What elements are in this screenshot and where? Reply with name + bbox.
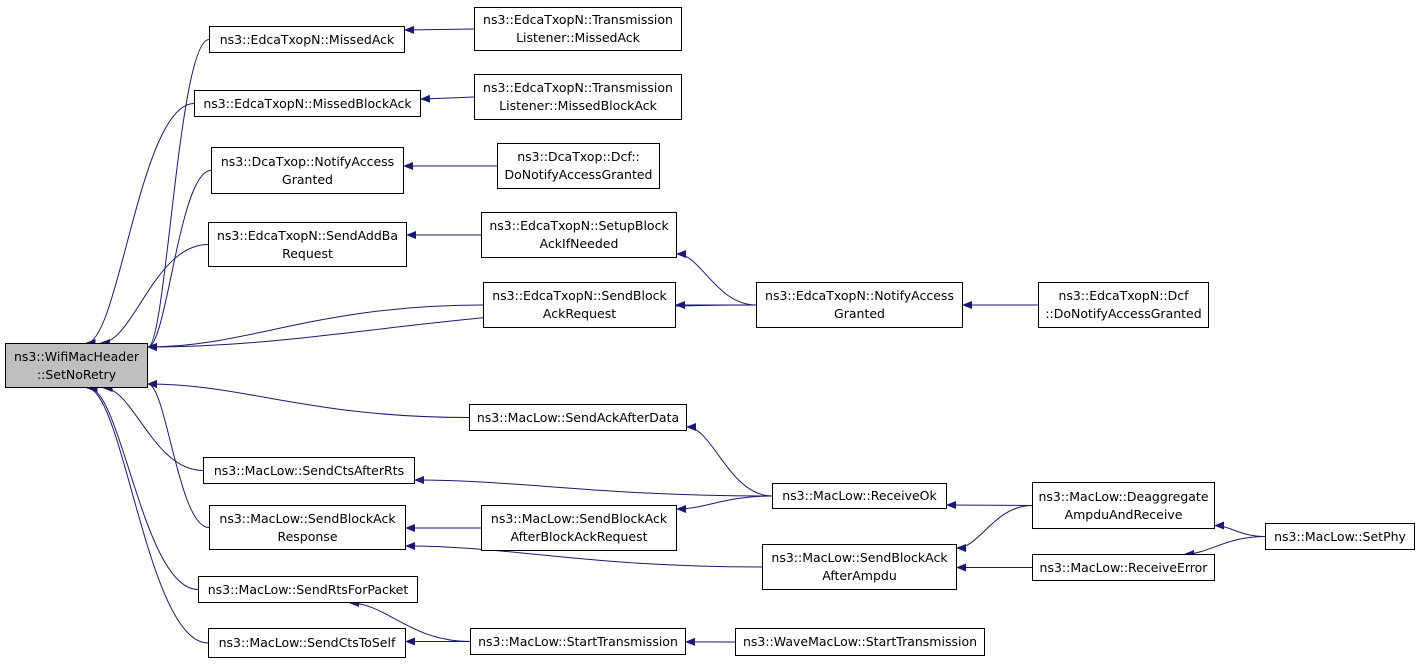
call-edge [676, 250, 757, 306]
node-wifimacheader-setnoretry: ns3::WifiMacHeader ::SetNoRetry [5, 343, 148, 388]
node-maclow-receiveok[interactable]: ns3::MacLow::ReceiveOk [772, 483, 947, 509]
node-line: ns3::WifiMacHeader [13, 348, 140, 364]
node-maclow-sendblockackafterampdu[interactable]: ns3::MacLow::SendBlockAck AfterAmpdu [762, 544, 957, 590]
call-edge [686, 423, 773, 497]
node-dcatxop-notifyaccessgranted[interactable]: ns3::DcaTxop::NotifyAccess Granted [211, 147, 404, 194]
call-edge [86, 384, 209, 644]
node-line: AfterBlockAckRequest [510, 529, 648, 544]
call-edge [85, 103, 195, 347]
call-edge [946, 501, 1033, 510]
node-line: ns3::EdcaTxopN::Dcf [1058, 288, 1189, 303]
node-line: ns3::WaveMacLow::StartTransmission [742, 634, 978, 649]
call-edge [1214, 521, 1266, 537]
node-line: ns3::MacLow::SendRtsForPacket [207, 581, 409, 597]
call-edge [99, 244, 209, 347]
node-edcatxopn-dcf-donotifyaccessgranted[interactable]: ns3::EdcaTxopN::Dcf ::DoNotifyAccessGran… [1038, 282, 1209, 328]
node-line: ns3::MacLow::SendBlockAck [490, 511, 668, 526]
node-maclow-deaggregateampduandreceive[interactable]: ns3::MacLow::Deaggregate AmpduAndReceive [1032, 482, 1215, 529]
node-line: Granted [282, 171, 333, 187]
node-line: ns3::MacLow::SendBlockAck [771, 550, 948, 565]
node-maclow-sendctstoself[interactable]: ns3::MacLow::SendCtsToSelf [208, 628, 406, 658]
node-line: Granted [834, 306, 885, 321]
node-line: Request [282, 245, 333, 261]
node-line: Response [277, 528, 338, 544]
call-edge [1184, 536, 1266, 558]
node-maclow-sendrtsforpacket[interactable]: ns3::MacLow::SendRtsForPacket [198, 576, 418, 603]
node-line: ns3::MacLow::ReceiveOk [782, 488, 937, 503]
node-line: ns3::DcaTxop::Dcf:: [517, 149, 640, 164]
call-edge [420, 94, 475, 103]
node-line: ns3::EdcaTxopN::MissedBlockAck [203, 95, 412, 111]
node-edcatxopn-missedblockack[interactable]: ns3::EdcaTxopN::MissedBlockAck [194, 90, 421, 117]
node-line: ns3::MacLow::SendAckAfterData [476, 409, 680, 425]
node-line: AckIfNeeded [539, 236, 619, 251]
call-edge [147, 39, 210, 351]
node-line: ns3::MacLow::StartTransmission [478, 633, 678, 649]
call-edge [147, 380, 210, 528]
call-edge [349, 599, 471, 642]
node-line: ns3::EdcaTxopN::MissedAck [219, 31, 395, 47]
node-line: ns3::EdcaTxopN::Transmission [483, 80, 673, 95]
node-maclow-sendackafterdata[interactable]: ns3::MacLow::SendAckAfterData [469, 404, 687, 431]
node-edcatxopn-notifyaccessgranted[interactable]: ns3::EdcaTxopN::NotifyAccess Granted [756, 282, 963, 328]
node-line: Listener::MissedAck [516, 30, 640, 45]
node-line: AmpduAndReceive [1064, 506, 1183, 522]
call-edge [676, 495, 773, 513]
node-maclow-setphy[interactable]: ns3::MacLow::SetPhy [1265, 523, 1415, 550]
node-line: ns3::EdcaTxopN::NotifyAccess [765, 288, 954, 303]
call-edge [102, 384, 204, 471]
node-wavemaclow-starttransmission[interactable]: ns3::WaveMacLow::StartTransmission [735, 628, 985, 656]
call-edge [87, 384, 199, 590]
node-maclow-sendctsafterrts[interactable]: ns3::MacLow::SendCtsAfterRts [203, 457, 415, 484]
node-dcatxop-dcf-donotifyaccessgranted[interactable]: ns3::DcaTxop::Dcf:: DoNotifyAccessGrante… [497, 143, 660, 189]
node-maclow-receiveerror[interactable]: ns3::MacLow::ReceiveError [1032, 554, 1215, 581]
node-line: ns3::MacLow::Deaggregate [1038, 488, 1209, 504]
node-edcatxopn-setupblockackifneeded[interactable]: ns3::EdcaTxopN::SetupBlock AckIfNeeded [481, 212, 677, 258]
call-edge [956, 505, 1033, 552]
node-line: ns3::MacLow::SetPhy [1274, 528, 1406, 544]
node-line: ns3::MacLow::SendCtsToSelf [218, 635, 396, 650]
call-edge [147, 380, 470, 418]
node-line: ns3::EdcaTxopN::SendBlock [492, 288, 667, 303]
node-line: ns3::MacLow::ReceiveError [1039, 559, 1208, 575]
node-edcatxopn-transmissionlistener-missedblockack[interactable]: ns3::EdcaTxopN::Transmission Listener::M… [474, 74, 682, 120]
node-line: ns3::EdcaTxopN::SetupBlock [489, 218, 669, 233]
node-line: Listener::MissedBlockAck [499, 98, 657, 113]
node-edcatxopn-sendaddbarequest[interactable]: ns3::EdcaTxopN::SendAddBa Request [208, 222, 407, 267]
call-edge [147, 304, 484, 351]
node-maclow-sendblockackafterblockackrequest[interactable]: ns3::MacLow::SendBlockAck AfterBlockAckR… [481, 505, 677, 551]
node-edcatxopn-missedack[interactable]: ns3::EdcaTxopN::MissedAck [209, 26, 405, 53]
call-edge [405, 542, 763, 568]
node-line: ns3::MacLow::SendCtsAfterRts [213, 462, 405, 478]
node-maclow-sendblockackresponse[interactable]: ns3::MacLow::SendBlockAck Response [209, 505, 406, 550]
node-line: ns3::EdcaTxopN::Transmission [483, 12, 673, 27]
node-line: ns3::DcaTxop::NotifyAccess [220, 153, 395, 169]
call-edge [414, 476, 773, 497]
node-line: ns3::MacLow::SendBlockAck [219, 510, 396, 526]
node-line: AckRequest [542, 306, 617, 321]
node-line: ::SetNoRetry [36, 366, 117, 382]
node-maclow-starttransmission[interactable]: ns3::MacLow::StartTransmission [470, 628, 686, 655]
node-edcatxopn-transmissionlistener-missedack[interactable]: ns3::EdcaTxopN::Transmission Listener::M… [474, 7, 682, 51]
node-line: ns3::EdcaTxopN::SendAddBa [216, 227, 399, 243]
node-edcatxopn-sendblockackrequest[interactable]: ns3::EdcaTxopN::SendBlock AckRequest [483, 282, 676, 328]
node-line: DoNotifyAccessGranted [504, 167, 653, 182]
node-line: ::DoNotifyAccessGranted [1045, 306, 1202, 321]
call-edge [404, 25, 475, 34]
node-line: AfterAmpdu [822, 568, 897, 583]
